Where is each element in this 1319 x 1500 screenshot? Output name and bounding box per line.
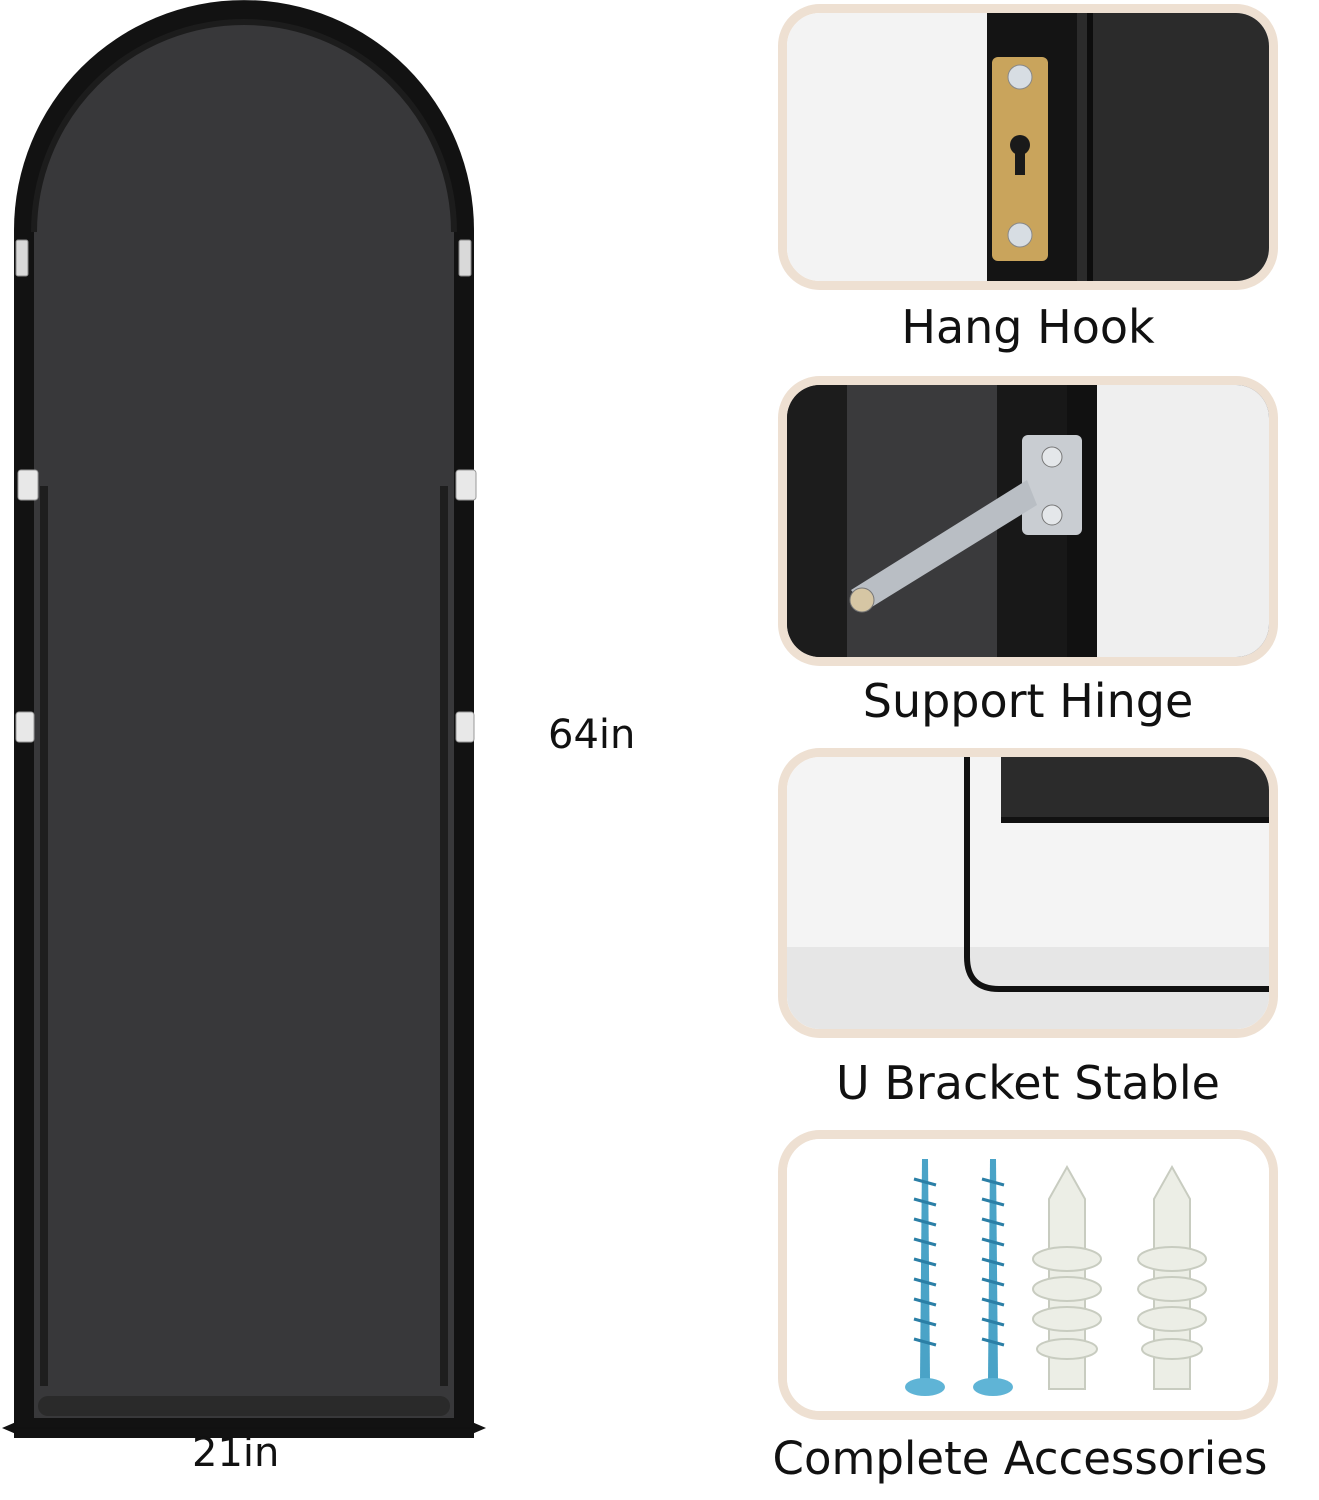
- support-hinge-photo: [778, 376, 1278, 666]
- feature-caption-accessories: Complete Accessories: [772, 1432, 1268, 1485]
- hang-hook-photo: [778, 4, 1278, 290]
- height-dimension-label: 64in: [548, 712, 636, 758]
- screws-and-anchors-photo: [778, 1130, 1278, 1420]
- feature-caption-u-bracket: U Bracket Stable: [836, 1056, 1220, 1110]
- feature-caption-hang-hook: Hang Hook: [901, 300, 1155, 354]
- width-dimension-arrow: [2, 1422, 486, 1434]
- feature-caption-support-hinge: Support Hinge: [862, 674, 1194, 728]
- arched-mirror-illustration: [14, 0, 517, 1458]
- mirror-back-view: [0, 0, 517, 1458]
- width-dimension-label: 21in: [192, 1430, 280, 1476]
- u-bracket-photo: [778, 748, 1278, 1038]
